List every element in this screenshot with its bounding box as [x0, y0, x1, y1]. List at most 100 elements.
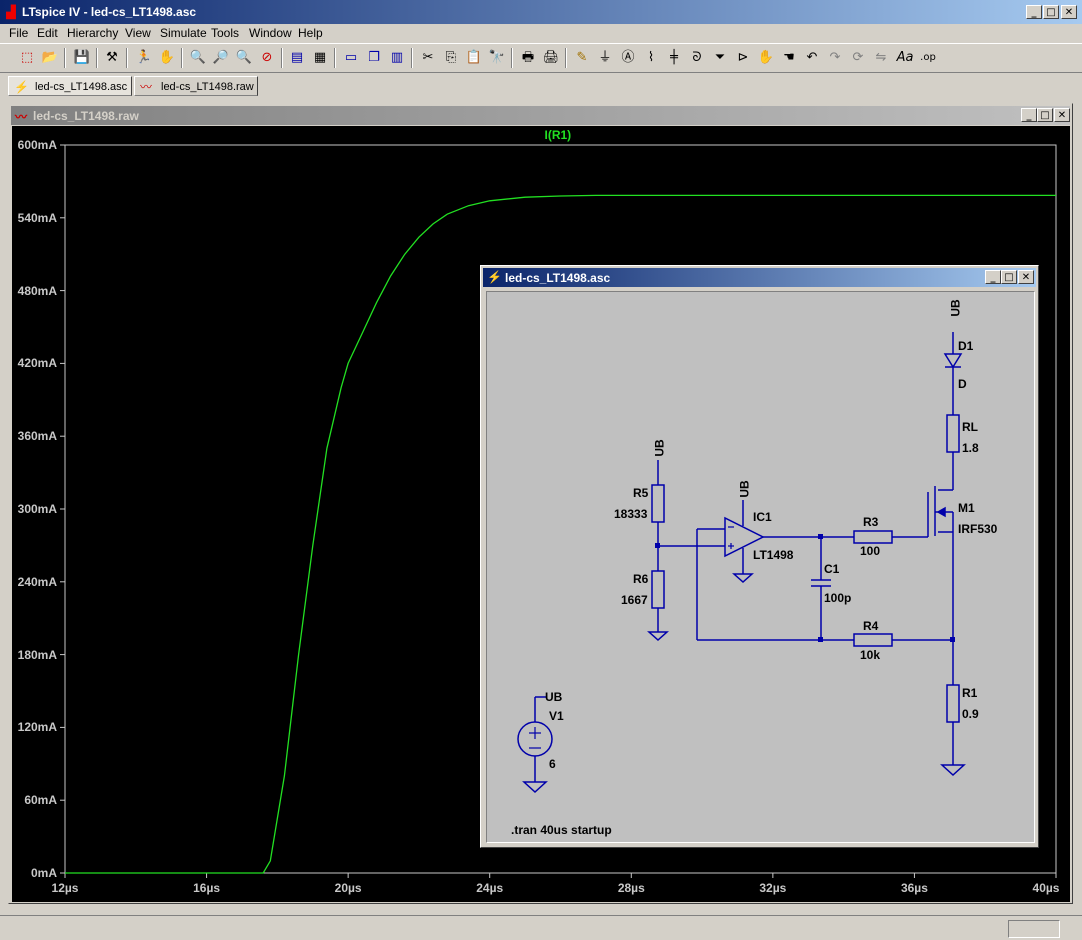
ground-icon[interactable]: ⏚	[598, 50, 612, 65]
drag-icon[interactable]: ☚	[783, 50, 795, 65]
c1-value[interactable]: 100p	[824, 591, 852, 605]
halt-icon[interactable]: ✋	[158, 50, 176, 65]
waveform-minimize-button[interactable]: _	[1021, 108, 1037, 122]
menu-hierarchy[interactable]: Hierarchy	[67, 26, 119, 40]
schematic-minimize-button[interactable]: _	[985, 270, 1001, 284]
zoom-in-icon[interactable]: 🔍	[189, 50, 207, 65]
paste-icon[interactable]: 📋	[465, 50, 483, 65]
y-tick-label: 540mA	[17, 210, 57, 225]
spice-directive-text[interactable]: .tran 40us startup	[511, 823, 612, 837]
menu-tools[interactable]: Tools	[211, 26, 240, 40]
zoom-cancel-icon[interactable]: ⊘	[261, 50, 273, 65]
x-tick-label: 32µs	[759, 881, 787, 895]
schematic-canvas[interactable]: UB D1 D RL 1.8 M1 IRF530 UB R5 18333 R6 …	[486, 291, 1035, 843]
tile-vertical-icon[interactable]: ▥	[390, 50, 404, 65]
menu-edit[interactable]: Edit	[37, 26, 58, 40]
open-icon[interactable]: 📂	[41, 50, 59, 65]
d-model-label[interactable]: D	[958, 377, 967, 391]
draw-wire-icon[interactable]: ✎	[576, 50, 588, 65]
tab-waveform[interactable]: 〰 led-cs_LT1498.raw	[134, 76, 258, 96]
cascade-icon[interactable]: ❐	[368, 50, 380, 65]
print-icon[interactable]: 🖨	[542, 50, 560, 65]
ground-r6-symbol	[647, 631, 669, 642]
undo-icon[interactable]: ↶	[806, 50, 818, 65]
inductor-icon[interactable]: ᘐ	[692, 50, 702, 65]
print-preview-icon[interactable]: 🖶	[521, 50, 535, 65]
c1-label[interactable]: C1	[824, 562, 840, 576]
waveform-close-button[interactable]: ✕	[1054, 108, 1070, 122]
maximize-button[interactable]: □	[1043, 5, 1059, 19]
waveform-maximize-button[interactable]: □	[1037, 108, 1053, 122]
menu-view[interactable]: View	[125, 26, 151, 40]
tile-horizontal-icon[interactable]: ▭	[344, 50, 358, 65]
component-icon[interactable]: ⊳	[737, 50, 749, 65]
run-icon[interactable]: 🏃	[135, 50, 153, 65]
lt1498-label[interactable]: LT1498	[753, 548, 794, 562]
new-schematic-icon[interactable]: ⬚	[20, 50, 34, 65]
r5-value[interactable]: 18333	[614, 507, 648, 521]
cut-icon[interactable]: ✂	[422, 50, 434, 65]
tab-schematic[interactable]: ⚡ led-cs_LT1498.asc	[8, 76, 132, 96]
rl-value[interactable]: 1.8	[962, 441, 979, 455]
grid-icon[interactable]: ▦	[313, 50, 327, 65]
rotate-icon[interactable]: ⟳	[852, 50, 864, 65]
y-tick-label: 60mA	[24, 793, 57, 808]
menu-window[interactable]: Window	[249, 26, 292, 40]
copy-icon[interactable]: ⎘	[445, 50, 457, 65]
diode-icon[interactable]: ⏷	[714, 50, 726, 65]
r4-value[interactable]: 10k	[860, 648, 881, 662]
menu-simulate[interactable]: Simulate	[160, 26, 207, 40]
toolbar-divider	[411, 48, 413, 68]
r3-value[interactable]: 100	[860, 544, 881, 558]
find-icon[interactable]: 🔭	[488, 50, 506, 65]
menu-help[interactable]: Help	[298, 26, 323, 40]
trace-label-ir1[interactable]: I(R1)	[544, 128, 572, 142]
resistor-r6-symbol	[651, 570, 665, 609]
menu-file[interactable]: File	[9, 26, 29, 40]
ic1-label[interactable]: IC1	[753, 510, 772, 524]
spice-directive-icon[interactable]: .op	[920, 52, 936, 63]
schematic-drawing	[517, 332, 966, 794]
minimize-button[interactable]: _	[1026, 5, 1042, 19]
mirror-icon[interactable]: ⇋	[875, 50, 887, 65]
ground-r1-symbol	[940, 764, 966, 777]
save-icon[interactable]: 💾	[73, 50, 91, 65]
move-icon[interactable]: ✋	[757, 50, 775, 65]
r1-label[interactable]: R1	[962, 686, 978, 700]
text-icon[interactable]: Aa	[896, 50, 914, 65]
resistor-r5-symbol	[651, 484, 665, 523]
r6-label[interactable]: R6	[633, 572, 649, 586]
r6-value[interactable]: 1667	[621, 593, 648, 607]
series-line-ir1[interactable]	[65, 194, 1056, 874]
net-label-ub-top[interactable]: UB	[948, 299, 963, 317]
schematic-window: ⚡ led-cs_LT1498.asc _ □ ✕	[480, 265, 1039, 848]
toolbar: ⬚ 📂 💾 ⚒ 🏃 ✋ 🔍 🔎 🔍 ⊘ ▤ ▦ ▭ ❐ ▥ ✂ ⎘ 📋 🔭 🖶 …	[0, 43, 1082, 73]
net-label-ub-opamp[interactable]: UB	[737, 480, 752, 498]
m1-label[interactable]: M1	[958, 501, 975, 515]
label-net-icon[interactable]: Ⓐ	[621, 50, 635, 65]
r3-label[interactable]: R3	[863, 515, 879, 529]
toolbar-divider	[511, 48, 513, 68]
control-panel-icon[interactable]: ⚒	[106, 50, 118, 65]
autorange-icon[interactable]: ▤	[290, 50, 304, 65]
schematic-window-title-bar: ⚡ led-cs_LT1498.asc _ □ ✕	[483, 268, 1036, 287]
schematic-close-button[interactable]: ✕	[1018, 270, 1034, 284]
d1-label[interactable]: D1	[958, 339, 974, 353]
net-label-ub-left[interactable]: UB	[652, 439, 667, 457]
rl-label[interactable]: RL	[962, 420, 978, 434]
close-button[interactable]: ✕	[1061, 5, 1077, 19]
v1-value[interactable]: 6	[549, 757, 556, 771]
r1-value[interactable]: 0.9	[962, 707, 979, 721]
net-label-ub-v1[interactable]: UB	[545, 690, 563, 704]
v1-label[interactable]: V1	[549, 709, 564, 723]
zoom-pan-icon[interactable]: 🔎	[212, 50, 230, 65]
zoom-out-icon[interactable]: 🔍	[235, 50, 253, 65]
irf530-label[interactable]: IRF530	[958, 522, 998, 536]
r4-label[interactable]: R4	[863, 619, 879, 633]
r5-label[interactable]: R5	[633, 486, 649, 500]
resistor-icon[interactable]: ⌇	[647, 50, 655, 65]
redo-icon[interactable]: ↷	[829, 50, 841, 65]
toolbar-divider	[64, 48, 66, 68]
schematic-maximize-button[interactable]: □	[1001, 270, 1017, 284]
capacitor-icon[interactable]: ╪	[670, 50, 678, 65]
